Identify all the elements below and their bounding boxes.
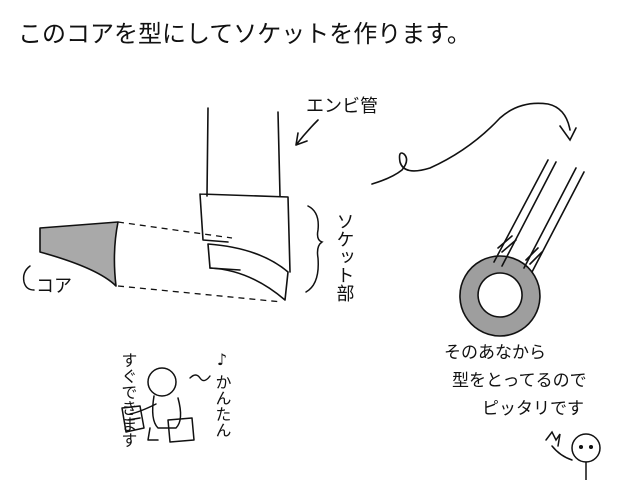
result-line-3: ピッタリです <box>482 399 584 419</box>
rod-right-grip <box>525 247 543 265</box>
socket-lower <box>207 243 289 301</box>
pipe-label: エンビ管 <box>306 96 378 117</box>
ring-assembly <box>459 159 585 337</box>
easy-label-2: ♪ かんたん <box>213 350 232 438</box>
socket-upper <box>199 193 291 273</box>
transfer-arrow <box>371 102 571 185</box>
pipe-arrow <box>295 119 319 146</box>
core-label-hook <box>22 265 35 291</box>
rod-left-grip <box>497 235 517 253</box>
pipe-left-edge <box>206 107 209 197</box>
result-line-2: 型をとってるので <box>452 371 587 391</box>
seated-figure <box>121 367 195 443</box>
socket-label: ソケット部 <box>334 212 355 302</box>
socket-lower-inner <box>209 267 241 271</box>
easy-label-1: すぐできます <box>119 352 138 448</box>
pipe-right-edge <box>277 111 281 197</box>
projection-line-bottom <box>117 285 283 303</box>
transfer-arrowhead <box>559 125 577 142</box>
pipe-socket-drawing <box>199 107 291 301</box>
result-line-1: そのあなから <box>444 343 546 363</box>
squiggle <box>189 374 211 382</box>
rod-left-a <box>493 159 549 263</box>
core-label: コア <box>36 276 72 297</box>
rod-right-a <box>523 167 577 269</box>
ring <box>459 255 541 337</box>
title-text: このコアを型にしてソケットを作ります。 <box>18 20 471 48</box>
projection-line-top <box>117 221 233 239</box>
rod-left-b <box>501 161 557 267</box>
core-shape <box>39 221 119 287</box>
waving-figure <box>545 430 601 480</box>
socket-bracket <box>305 205 324 293</box>
rod-right-b <box>531 171 585 273</box>
